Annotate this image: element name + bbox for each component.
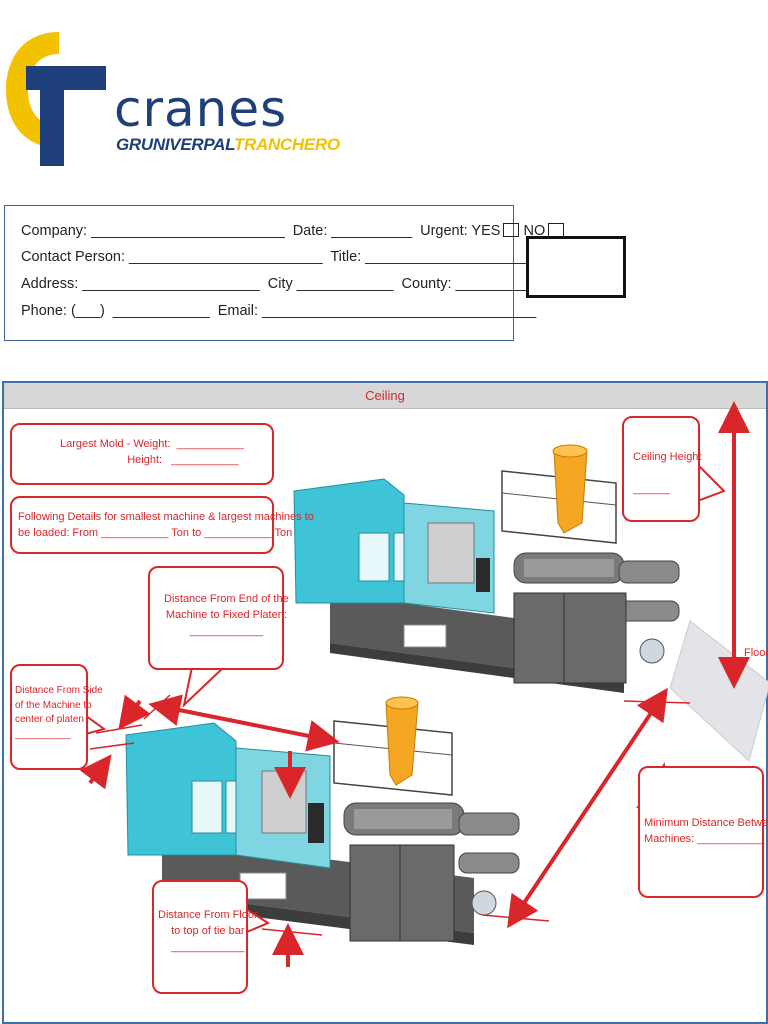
distance-floor-text: Distance From Floor to top of tie bar __… — [158, 909, 258, 953]
following-details-text: Following Details for smallest machine &… — [18, 511, 314, 539]
cranes-logo: cranes GRUNIVERPALTRANCHERO — [4, 30, 340, 170]
dimension-arrows — [79, 401, 750, 967]
machines-illustration — [79, 401, 768, 967]
largest-mold-callout[interactable]: Largest Mold - Weight: ___________ Heigh… — [10, 423, 274, 485]
form-line-contact[interactable]: Contact Person: ________________________… — [21, 249, 559, 265]
dimension-ticks — [89, 694, 691, 936]
stamp-box — [526, 236, 626, 298]
min-distance-callout[interactable]: Minimum Distance Between Machines: _____… — [638, 766, 768, 898]
distance-floor-callout[interactable]: Distance From Floor to top of tie bar __… — [152, 880, 258, 994]
form-line-company[interactable]: Company: ________________________ Date: … — [21, 223, 565, 239]
form-line-address[interactable]: Address: ______________________ City ___… — [21, 276, 553, 292]
form-line-phone[interactable]: Phone: (___) ____________ Email: _______… — [21, 303, 537, 319]
machine-upper — [293, 444, 680, 693]
distance-side-text: Distance From Side of the Machine to cen… — [15, 685, 103, 740]
contact-form: Company: ________________________ Date: … — [4, 205, 565, 341]
machine-diagram-panel: Ceiling — [2, 381, 768, 1024]
distance-end-text: Distance From End of the Machine to Fixe… — [164, 593, 289, 637]
following-details-callout[interactable]: Following Details for smallest machine &… — [10, 496, 314, 554]
ceiling-height-text: Ceiling Height ______ — [633, 451, 702, 495]
distance-end-callout[interactable]: Distance From End of the Machine to Fixe… — [148, 566, 289, 670]
floor-plane — [669, 620, 768, 762]
no-checkbox[interactable] — [548, 223, 565, 237]
logo-wordmark: cranes — [114, 80, 288, 138]
floor-label: Floor — [744, 647, 768, 659]
yes-checkbox[interactable] — [503, 223, 520, 237]
ceiling-label: Ceiling — [365, 388, 405, 403]
min-distance-text: Minimum Distance Between Machines: _____… — [644, 817, 768, 845]
largest-mold-text: Largest Mold - Weight: ___________ Heigh… — [60, 438, 244, 466]
logo-subtitle: GRUNIVERPALTRANCHERO — [116, 135, 340, 154]
ceiling-height-callout[interactable]: Ceiling Height ______ — [622, 416, 702, 522]
logo-mark-icon — [6, 32, 106, 166]
distance-side-callout[interactable]: Distance From Side of the Machine to cen… — [10, 664, 103, 770]
ceiling-band: Ceiling — [4, 383, 766, 409]
